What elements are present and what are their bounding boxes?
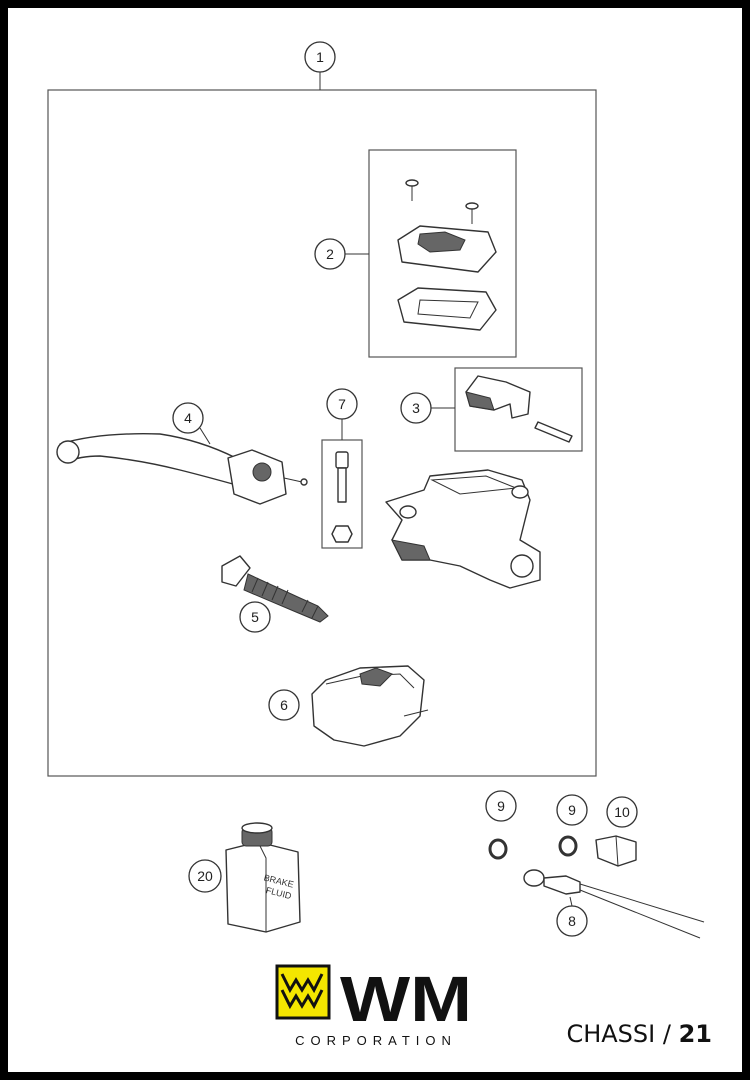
section-name: CHASSI (566, 1020, 656, 1048)
leader-4 (199, 427, 211, 445)
footer-label: CHASSI / 21 (566, 1020, 712, 1048)
svg-text:9: 9 (568, 802, 576, 818)
banjo-bolt (595, 835, 637, 867)
wm-logo: WM CORPORATION (275, 963, 472, 1048)
reservoir-guard (311, 665, 429, 747)
master-cylinder-body (385, 469, 541, 589)
callout-1[interactable]: 1 (304, 41, 336, 73)
reservoir-diaphragm (397, 287, 497, 331)
brake-lever (56, 433, 308, 505)
svg-text:9: 9 (497, 798, 505, 814)
svg-text:1: 1 (316, 49, 324, 65)
clamp-pin (534, 421, 573, 443)
callout-5[interactable]: 5 (239, 601, 271, 633)
piston-kit (221, 555, 329, 623)
callout-8[interactable]: 8 (556, 905, 588, 937)
svg-text:4: 4 (184, 410, 192, 426)
callout-20[interactable]: 20 (188, 859, 222, 893)
sealing-washer-a (488, 838, 508, 860)
sealing-washer-b (558, 835, 578, 857)
svg-text:2: 2 (326, 246, 334, 262)
page-number: 21 (678, 1020, 712, 1048)
svg-text:10: 10 (614, 804, 630, 820)
callout-9b[interactable]: 9 (556, 794, 588, 826)
footer-separator: / (662, 1020, 671, 1048)
assembly-box (47, 89, 597, 777)
pivot-bolt (331, 451, 353, 543)
svg-text:3: 3 (412, 400, 420, 416)
leader-8 (569, 896, 573, 907)
logo-letters: WM (340, 963, 472, 1035)
parts-diagram: 1 2 3 4 7 (47, 41, 705, 1048)
reservoir-screws (405, 179, 479, 224)
logo-subtitle: CORPORATION (295, 1033, 457, 1048)
svg-text:7: 7 (338, 396, 346, 412)
callout-3[interactable]: 3 (400, 392, 432, 424)
svg-text:8: 8 (568, 913, 576, 929)
page: 1 2 3 4 7 (8, 8, 742, 1072)
reservoir-cover (397, 225, 497, 273)
svg-text:5: 5 (251, 609, 259, 625)
callout-7[interactable]: 7 (326, 388, 358, 420)
callout-9a[interactable]: 9 (485, 790, 517, 822)
callout-2[interactable]: 2 (314, 238, 346, 270)
handlebar-clamp (465, 375, 531, 419)
svg-text:6: 6 (280, 697, 288, 713)
svg-text:20: 20 (197, 868, 213, 884)
callout-4[interactable]: 4 (172, 402, 204, 434)
callout-10[interactable]: 10 (606, 796, 638, 828)
brake-fluid-bottle: BRAKE FLUID (225, 822, 301, 933)
part-3-box (454, 367, 583, 452)
callout-6[interactable]: 6 (268, 689, 300, 721)
brake-hose (523, 869, 705, 939)
